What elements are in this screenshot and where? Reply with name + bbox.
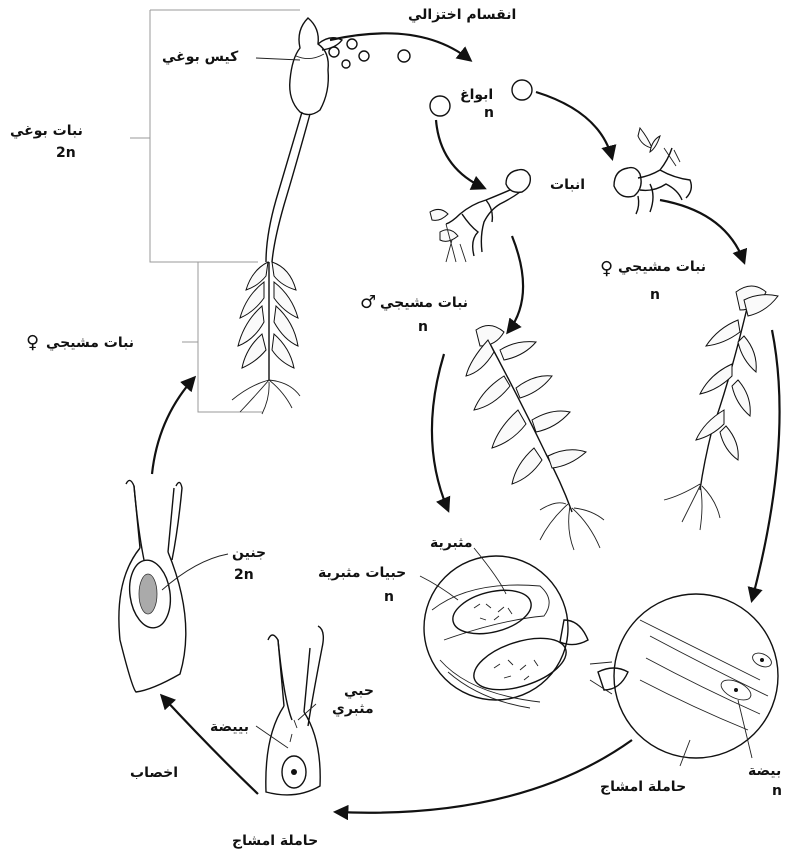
female-gametophyte-left-label: نبات مشيجي <box>46 334 134 352</box>
sporophyte-plant <box>232 18 342 414</box>
embryo-ploidy: 2n <box>234 566 254 584</box>
archegonium-detail <box>590 594 778 758</box>
meiosis-label: انقسام اختزالي <box>408 6 516 24</box>
archegonium-bottom <box>266 626 324 795</box>
male-symbol: ♂ <box>360 294 376 312</box>
male-gametophyte-label: نبات مشيجي <box>380 294 468 312</box>
archegonium-right-label: حاملة امشاج <box>600 778 686 796</box>
sperm-label: حبي <box>344 682 374 700</box>
male-gametophyte-plant <box>466 325 604 550</box>
spore-capsule-label: كيس بوغي <box>162 48 238 66</box>
spores-ploidy: n <box>484 104 494 122</box>
sporophyte-label: نبات بوغي <box>10 122 83 140</box>
egg-right-ploidy: n <box>772 782 782 800</box>
sporophyte-ploidy: 2n <box>56 144 76 162</box>
cycle-arrows <box>152 33 780 812</box>
sperm-cells-ploidy: n <box>384 588 394 606</box>
female-symbol-right: ♀ <box>600 260 613 278</box>
antheridium-detail <box>424 556 588 708</box>
archegonium-bottom-label: حاملة امشاج <box>232 832 318 850</box>
female-symbol-left: ♀ <box>26 334 39 352</box>
female-gametophyte-right-ploidy: n <box>650 286 660 304</box>
spores <box>329 39 532 116</box>
protonema-right <box>614 128 691 214</box>
spores-label: ابواغ <box>460 86 493 104</box>
egg-left-label: بييضة <box>210 718 249 736</box>
fertilization-label: اخصاب <box>130 764 178 782</box>
germination-label: انبات <box>550 176 585 194</box>
male-gametophyte-ploidy: n <box>418 318 428 336</box>
sperm-cells-label: حبيات مثبرية <box>318 564 406 582</box>
antheridium-label: مثبرية <box>430 534 473 552</box>
egg-right-label: بيضة <box>748 762 781 780</box>
sperm-label-line2: مثبري <box>332 700 374 718</box>
female-gametophyte-plant <box>664 286 778 530</box>
embryo-label: جنين <box>232 544 266 562</box>
embryo-archegonium <box>119 480 186 692</box>
female-gametophyte-right-label: نبات مشيجي <box>618 258 706 276</box>
